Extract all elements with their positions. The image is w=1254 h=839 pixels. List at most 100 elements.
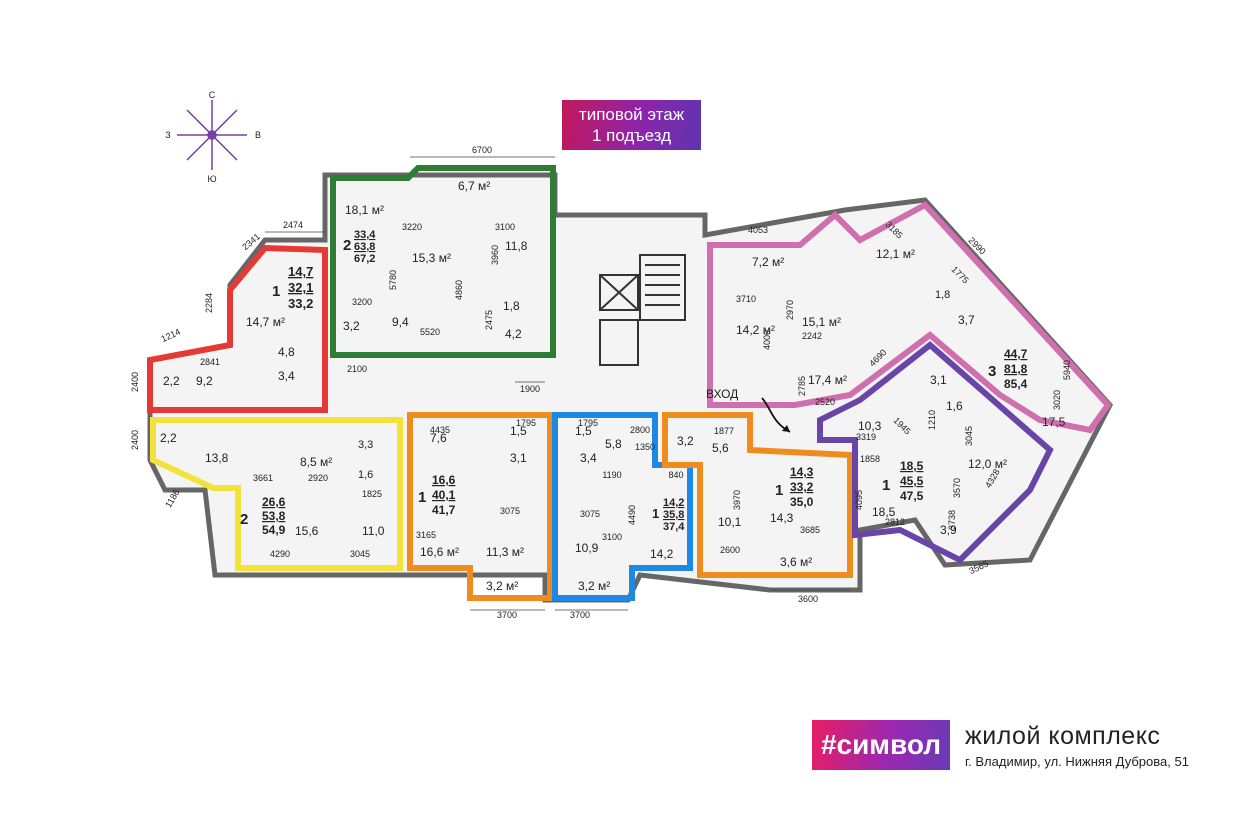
dimension-label: 2970 [785, 300, 795, 320]
dimension-label: 5520 [420, 327, 440, 337]
apt-green-room-1: 18,1 м² [345, 203, 384, 217]
apt-blue-outline [552, 412, 693, 601]
apt-red-rooms: 1 [272, 283, 280, 300]
dimension-label: 2475 [484, 310, 494, 330]
apt-purple-room-6: 3,9 [940, 523, 957, 537]
apt-purple-room-2: 3,1 [930, 373, 947, 387]
apt-blue-room-2: 3,4 [580, 451, 597, 465]
apt-purple-total: 45,5 [900, 474, 924, 488]
apt-green-outline [330, 165, 556, 358]
dimension-label: 1900 [520, 384, 540, 394]
brand-name: жилой комплекс [965, 722, 1161, 750]
dimension-label: 2520 [815, 397, 835, 407]
apt-green-room-3: 15,3 м² [412, 251, 451, 265]
apt-green-rooms: 2 [343, 237, 351, 254]
dimension-label: 1858 [860, 454, 880, 464]
apt-magenta-room-8: 17,5 [1042, 415, 1066, 429]
compass-w: З [165, 130, 170, 140]
dimension-label: 4435 [430, 425, 450, 435]
floor-title: типовой этаж 1 подъезд [562, 100, 701, 150]
apt-blue-room-5: 14,2 [650, 547, 674, 561]
apt-purple-room-3: 1,6 [946, 399, 963, 413]
apt-orange-room-5: 11,3 м² [486, 545, 524, 559]
dimension-label: 5780 [388, 270, 398, 290]
apt-magenta-room-3: 14,2 м² [736, 323, 775, 337]
dimension-label: 3200 [352, 297, 372, 307]
dimension-label: 2474 [283, 220, 303, 230]
apt-green-room-4: 11,8 [505, 239, 528, 253]
apt-orange2-room-4: 14,3 [770, 511, 794, 525]
dimension-label: 2812 [885, 517, 905, 527]
dimension-label: 6700 [472, 145, 492, 155]
dimension-label: 5940 [1062, 360, 1072, 380]
entrance-arrowhead-icon [782, 425, 790, 432]
floor-title-line2: 1 подъезд [591, 126, 672, 145]
dimension-label: 3075 [580, 509, 600, 519]
apt-blue-room-6: 3,2 м² [578, 579, 610, 593]
dimension-label: 2600 [720, 545, 740, 555]
apt-purple-rooms: 1 [882, 477, 890, 494]
dimension-label: 4053 [748, 225, 768, 235]
apt-yellow-room-5: 15,6 [295, 524, 319, 538]
apt-orange2-gross: 35,0 [790, 495, 814, 509]
dimension-label: 3600 [798, 594, 818, 604]
dimension-label: 3700 [570, 610, 590, 620]
compass-s: Ю [207, 174, 216, 184]
apt-yellow-room-1: 13,8 [205, 451, 229, 465]
dimension-label: 2800 [630, 425, 650, 435]
apt-yellow-rooms: 2 [240, 511, 248, 528]
apt-orange-total: 40,1 [432, 488, 456, 502]
dimension-label: 3100 [602, 532, 622, 542]
apt-orange-room-1: 7,6 [430, 431, 447, 445]
dimension-label: 4290 [270, 549, 290, 559]
apt-green-gross: 67,2 [354, 253, 375, 265]
dimension-label: 3960 [490, 245, 500, 265]
dimension-label: 1210 [927, 410, 937, 430]
apt-green-room-7: 3,2 [343, 319, 360, 333]
dimension-label: 4490 [627, 505, 637, 525]
apt-orange-living: 16,6 [432, 473, 456, 487]
apt-orange2-room-5: 3,6 м² [780, 555, 812, 569]
apt-magenta-room-1: 7,2 м² [752, 255, 784, 269]
apt-green-room-6: 9,4 [392, 315, 409, 329]
compass-e: В [255, 130, 261, 140]
dimension-label: 1190 [602, 470, 621, 480]
dimension-label: 3661 [253, 473, 273, 483]
apt-orange-gross: 41,7 [432, 503, 456, 517]
dimension-label: 2400 [130, 372, 140, 392]
apt-blue-total: 35,8 [663, 509, 684, 521]
apt-red-room-3: 3,4 [278, 369, 295, 383]
apt-blue-room-3: 5,8 [605, 437, 622, 451]
dimension-label: 2920 [308, 473, 328, 483]
dimension-label: 3045 [964, 426, 974, 446]
apt-orange2-rooms: 1 [775, 482, 783, 499]
dimension-label: 2100 [347, 364, 367, 374]
apt-green-total: 63,8 [354, 241, 375, 253]
apt-red-living: 14,7 [288, 264, 313, 279]
apt-orange-room-3: 3,1 [510, 451, 527, 465]
apt-yellow-room-2: 8,5 м² [300, 455, 332, 469]
apt-yellow-room-3: 3,3 [358, 439, 373, 451]
apt-magenta-outline [707, 201, 1112, 434]
apt-magenta-room-7: 3,7 [958, 313, 975, 327]
apt-green-room-2: 6,7 м² [458, 179, 490, 193]
apt-orange-room-4: 16,6 м² [420, 545, 459, 559]
apt-red-room-4: 9,2 [196, 374, 213, 388]
dimension-label: 3710 [736, 294, 756, 304]
apt-magenta-rooms: 3 [988, 363, 996, 380]
dimension-label: 2785 [797, 376, 807, 396]
dimension-label: 3100 [495, 222, 515, 232]
building-outline [147, 172, 1114, 603]
dimension-label: 1795 [516, 418, 536, 428]
apt-purple-outline [817, 341, 1054, 564]
apt-red-total: 32,1 [288, 280, 313, 295]
dimension-label: 2242 [802, 331, 822, 341]
apt-orange2-room-1: 3,2 [677, 434, 694, 448]
dimension-label: 2841 [200, 357, 220, 367]
apt-red-room-1: 14,7 м² [246, 315, 285, 329]
apt-magenta-living: 44,7 [1004, 347, 1028, 361]
dimension-label: 1214 [160, 327, 182, 345]
apt-yellow-gross: 54,9 [262, 523, 286, 537]
dimension-label: 1795 [578, 418, 598, 428]
